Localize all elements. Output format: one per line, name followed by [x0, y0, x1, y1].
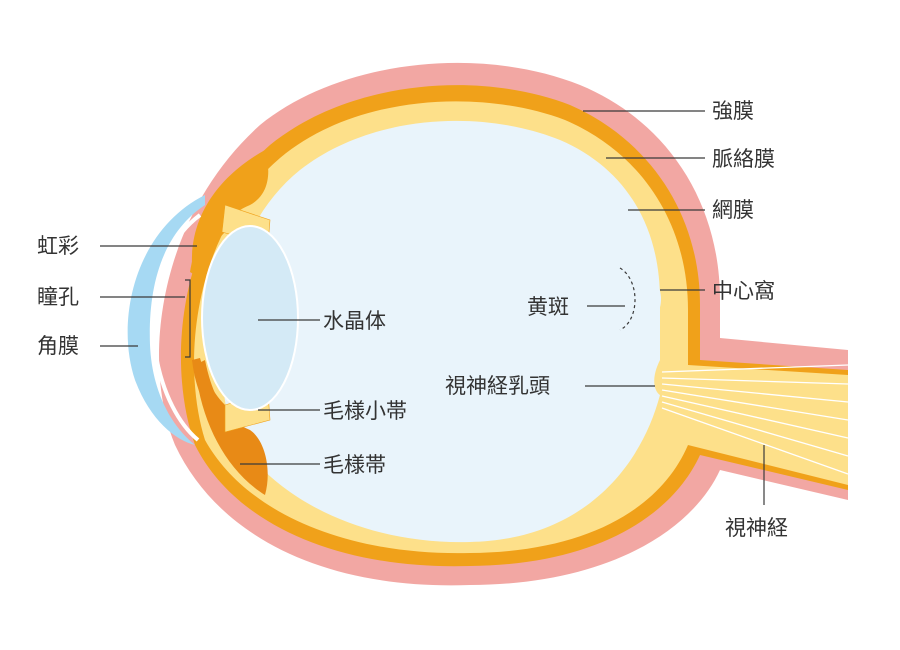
- iris-lower: [192, 358, 230, 430]
- lens: [201, 225, 299, 411]
- label-zonule: 毛様小帯: [323, 399, 407, 423]
- cornea: [127, 195, 205, 445]
- vitreous-body: [221, 120, 660, 543]
- label-optic-nerve: 視神経: [725, 516, 788, 540]
- label-pupil: 瞳孔: [37, 285, 79, 309]
- label-iris: 虹彩: [37, 234, 79, 258]
- label-ciliary-body: 毛様帯: [323, 453, 386, 477]
- label-fovea: 中心窩: [712, 279, 775, 303]
- label-choroid: 脈絡膜: [712, 147, 775, 171]
- label-macula: 黄斑: [527, 295, 569, 319]
- label-optic-disc: 視神経乳頭: [445, 374, 550, 398]
- label-cornea: 角膜: [37, 334, 79, 358]
- leader-lines: [100, 110, 765, 505]
- label-lens: 水晶体: [323, 309, 386, 333]
- label-retina: 網膜: [712, 198, 754, 222]
- label-sclera: 強膜: [712, 99, 754, 123]
- fovea: [648, 280, 662, 318]
- optic-nerve-fibers: [661, 364, 849, 475]
- iris-upper: [190, 205, 230, 278]
